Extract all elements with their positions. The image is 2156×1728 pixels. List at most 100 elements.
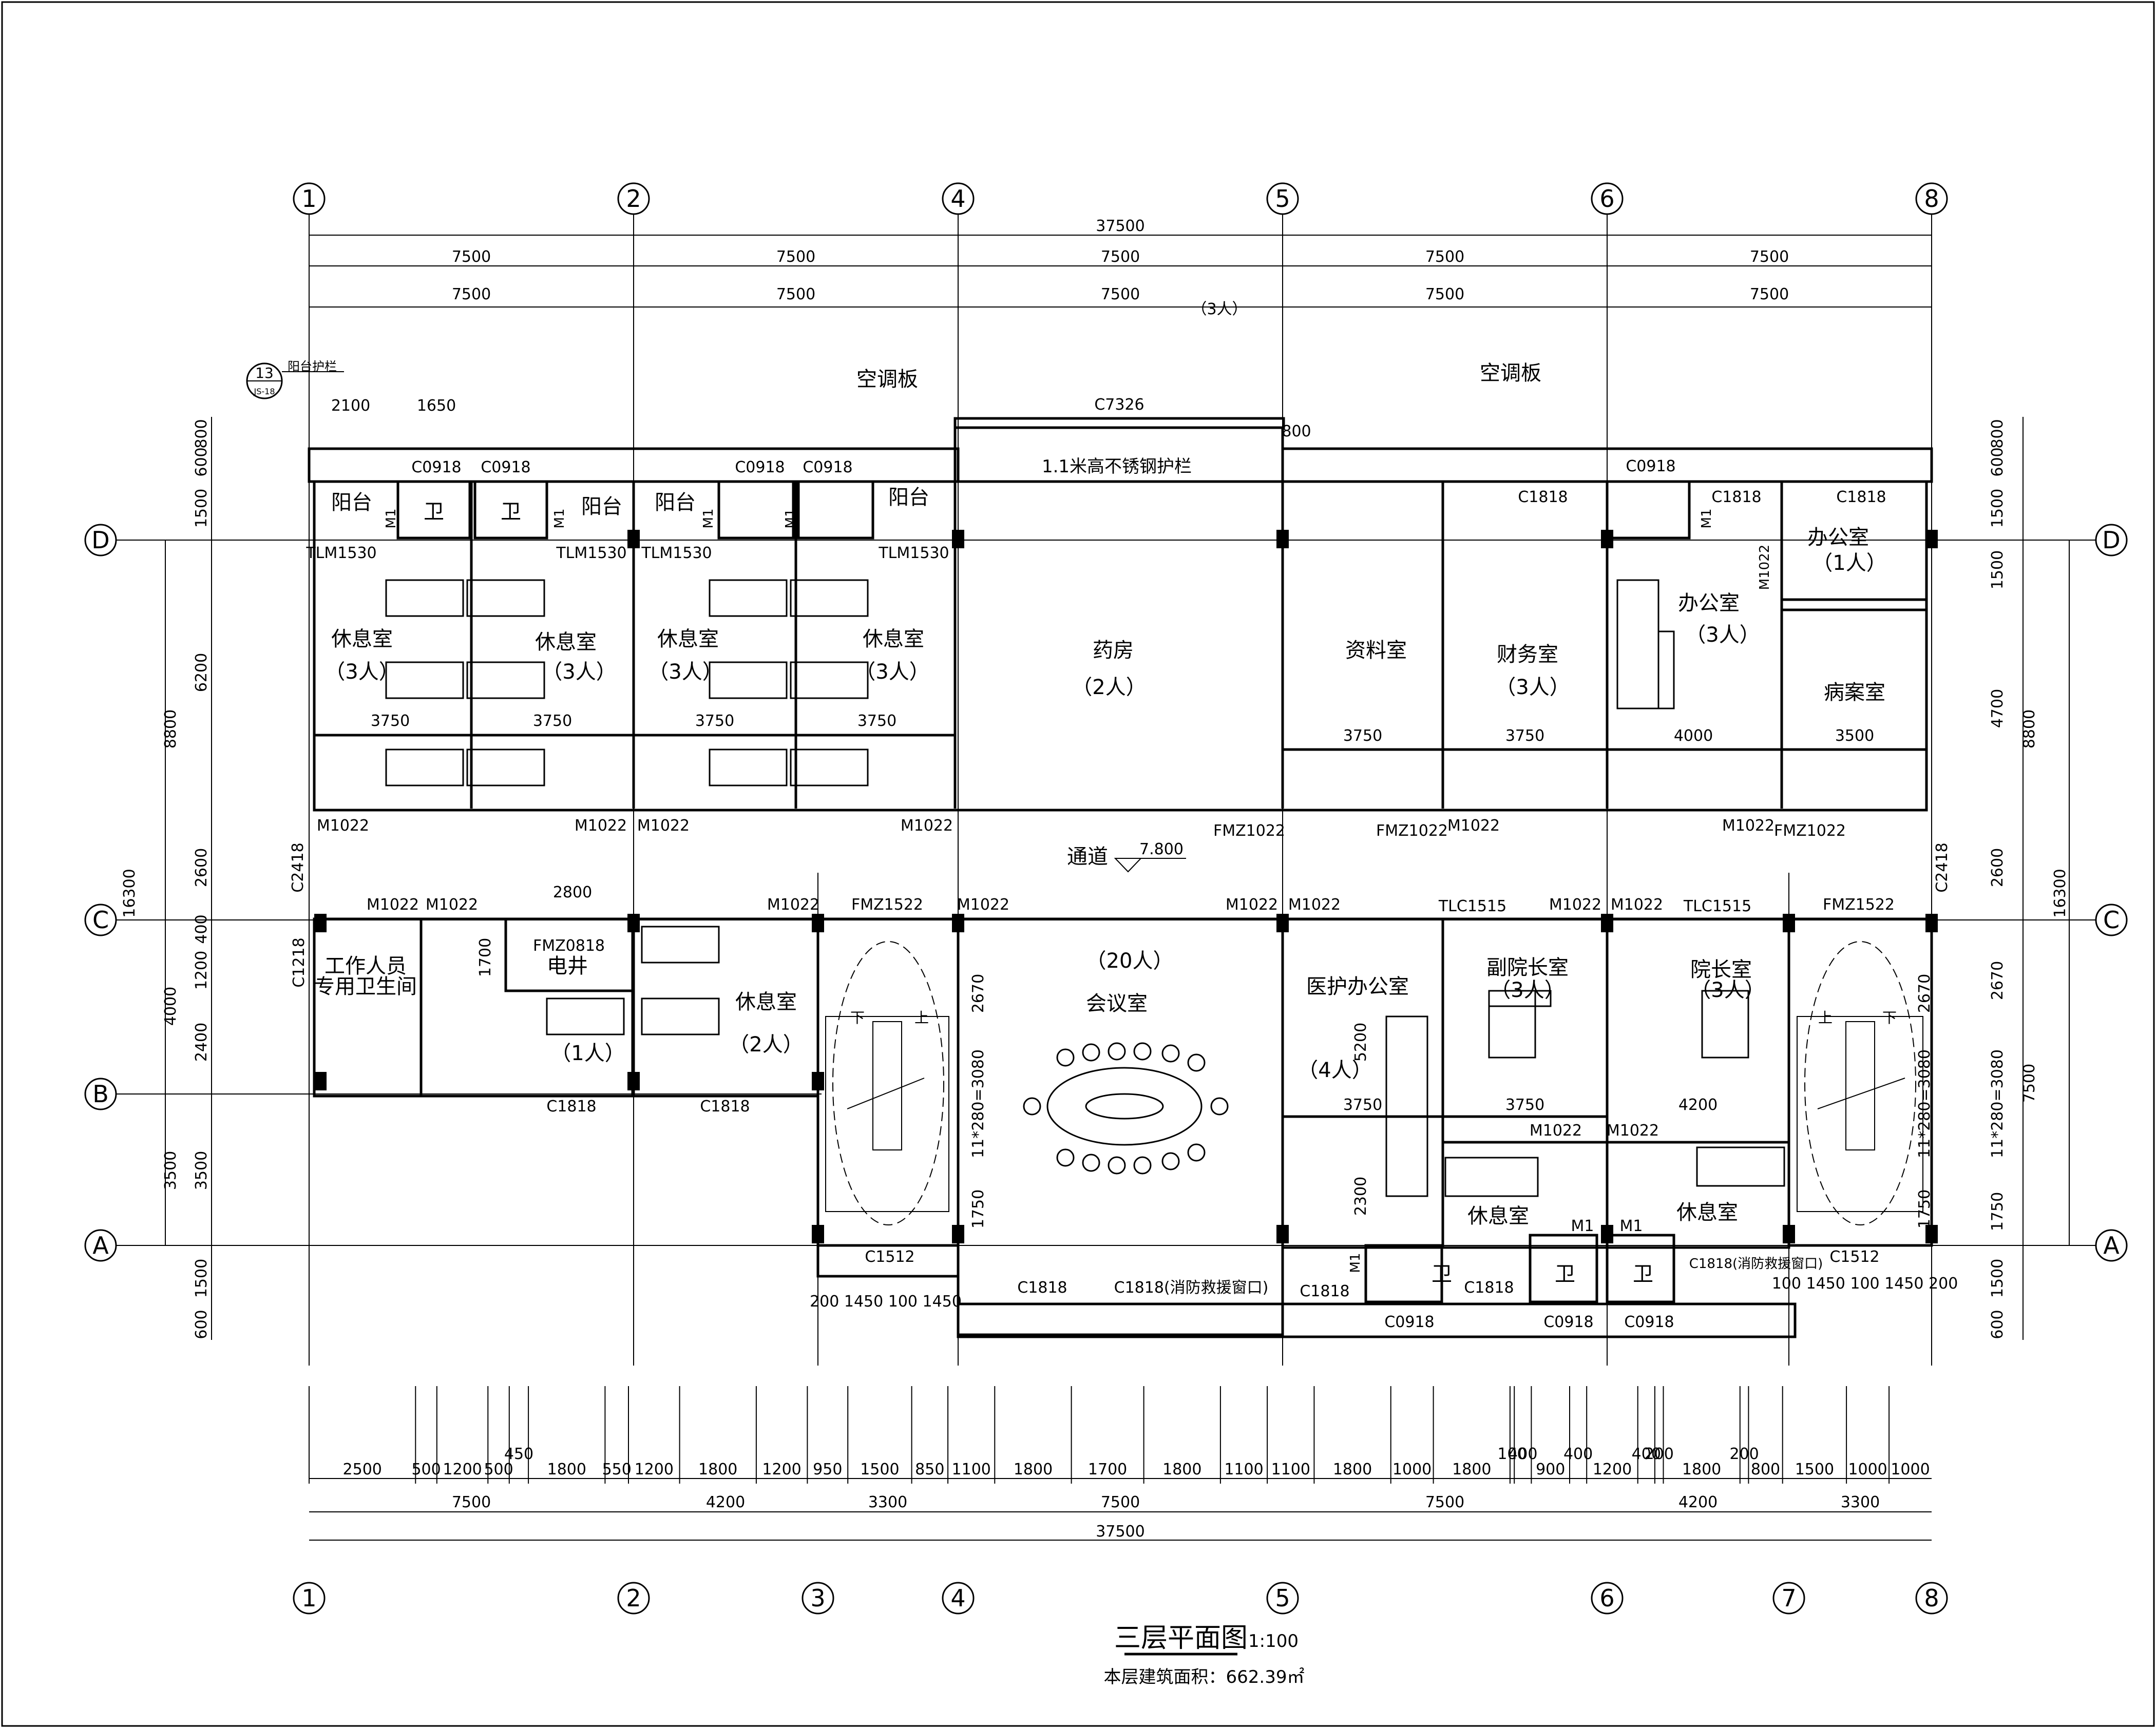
- axis-top-6: 6: [1599, 185, 1614, 213]
- room-balcony-4: 阳台: [888, 486, 929, 509]
- room-labels: 休息室 （3人） 休息室 （3人） 休息室 （3人） 休息室 （3人） 药房 （…: [314, 361, 1897, 1286]
- room-vp: 副院长室: [1486, 956, 1569, 980]
- fine-dim-0: 2500: [343, 1461, 382, 1479]
- fine-dim-9: 1200: [762, 1461, 801, 1479]
- bottom-dimensions: 7500 4200 3300 7500 7500 4200 3300 37500: [452, 1493, 1880, 1541]
- fine-dim-19: 1800: [1333, 1461, 1372, 1479]
- floor-area: 本层建筑面积：662.39㎡: [1104, 1667, 1305, 1687]
- room-rest-2-cap: （3人）: [542, 660, 616, 684]
- stair-down-r: 下: [1882, 1009, 1897, 1026]
- dim-room-6: 3750: [1505, 727, 1544, 745]
- axis-top-8: 8: [1924, 185, 1939, 213]
- code-m1-8: M1: [1348, 1253, 1363, 1273]
- axis-left-D: D: [91, 526, 109, 554]
- dim-stair-left-w: 200 1450 100 1450: [810, 1293, 962, 1311]
- room-shaft: 电井: [547, 954, 588, 978]
- code-m1022-10: M1022: [957, 896, 1009, 914]
- room-rest-4: 休息室: [863, 627, 924, 651]
- fine-dim-13: 1100: [952, 1461, 991, 1479]
- axis-top-2: 2: [626, 185, 641, 213]
- dim-room-5: 3750: [1343, 727, 1382, 745]
- room-wc-2: 卫: [501, 500, 521, 524]
- room-corridor: 通道: [1067, 845, 1108, 869]
- axis-right-A: A: [2103, 1232, 2120, 1259]
- dim-room-2: 3750: [533, 712, 572, 730]
- dim-bottom-bay-3: 3300: [868, 1493, 907, 1511]
- room-president-cap: （3人）: [1690, 978, 1765, 1002]
- code-c1818-2: C1818: [1711, 488, 1761, 506]
- dim-stair-r-3080: 11*280=3080: [1916, 1049, 1934, 1158]
- code-m1-7: M1: [1699, 509, 1714, 529]
- code-fmz1022-2: FMZ1022: [1376, 822, 1448, 840]
- opening-codes: C0918 C0918 C0918 C0918 C0918 C7326 C181…: [289, 396, 1951, 1331]
- dim-left-400: 400: [193, 914, 211, 944]
- dim-room-1: 3750: [371, 712, 410, 730]
- axis-left-A: A: [92, 1232, 109, 1259]
- code-m1022-5: M1022: [1447, 817, 1500, 835]
- code-m1022-2: M1022: [575, 817, 627, 835]
- room-rest-s1: 休息室: [1467, 1204, 1529, 1228]
- detail-ref-number: 13: [255, 364, 274, 381]
- axis-bottom-2: 2: [626, 1584, 641, 1612]
- code-c1818-8: C1818: [1464, 1279, 1514, 1297]
- dim-balcony-a: 2100: [331, 397, 370, 415]
- dim-top-c: 800: [1282, 423, 1311, 440]
- code-c0918-6: C0918: [1384, 1313, 1434, 1331]
- dim-1700: 1700: [476, 938, 494, 977]
- code-fmz1522-2: FMZ1522: [1823, 896, 1895, 914]
- label-ac-board-2: 空调板: [1480, 361, 1541, 385]
- room-rest-4-cap: （3人）: [855, 660, 929, 684]
- room-finance-cap: （3人）: [1495, 676, 1570, 699]
- dim-right-800: 800: [1989, 419, 2007, 448]
- fine-dim-34: 1000: [1891, 1461, 1930, 1479]
- label-ac-board-1: 空调板: [856, 368, 918, 391]
- label-railing: 1.1米高不锈钢护栏: [1042, 456, 1192, 477]
- fine-dim-10: 950: [813, 1461, 842, 1479]
- room-records: 病案室: [1824, 681, 1885, 704]
- code-c1818-1: C1818: [1518, 488, 1568, 506]
- code-c0918-8: C0918: [1624, 1313, 1674, 1331]
- dim-total-top: 37500: [1096, 217, 1144, 235]
- fine-dim-33: 1000: [1848, 1461, 1887, 1479]
- fine-dim-7: 1200: [635, 1461, 674, 1479]
- code-m1022-8: M1022: [426, 896, 478, 914]
- axis-bottom-8: 8: [1924, 1584, 1939, 1612]
- dim-left-6200: 6200: [193, 653, 211, 692]
- top-dimensions: 37500 7500 7500 7500 7500 7500 7500 7500…: [331, 217, 1789, 440]
- dim-room-12: 2800: [553, 884, 592, 901]
- room-rest-2: 休息室: [535, 630, 597, 654]
- dim-left-600b: 600: [193, 1310, 211, 1339]
- stair-down-l: 下: [850, 1009, 865, 1026]
- dim-bay-2: 7500: [776, 248, 815, 266]
- fine-dim-22: 100: [1497, 1445, 1527, 1463]
- dim-room-8: 3500: [1835, 727, 1874, 745]
- room-nurse-cap: （4人）: [1298, 1059, 1372, 1082]
- dim-room-10: 3750: [1505, 1096, 1544, 1114]
- axis-top-5: 5: [1275, 185, 1290, 213]
- room-archive: 资料室: [1345, 639, 1407, 662]
- room-office-1: 办公室: [1807, 526, 1869, 549]
- dim-right-2670: 2670: [1989, 961, 2007, 1000]
- room-office-1-cap: （1人）: [1812, 551, 1886, 575]
- dim-bay-2b: 7500: [776, 285, 815, 303]
- dim-bay-3b: 7500: [1101, 285, 1140, 303]
- code-c0918-7: C0918: [1543, 1313, 1593, 1331]
- dim-bay-1b: 7500: [452, 285, 491, 303]
- dim-right-7500: 7500: [2020, 1064, 2038, 1103]
- code-tlm1530-4: TLM1530: [878, 544, 949, 562]
- dim-bay-5: 7500: [1750, 248, 1789, 266]
- room-finance: 财务室: [1497, 643, 1558, 666]
- detail-ref-label: 阳台护栏: [288, 359, 337, 374]
- fine-dim-14: 1800: [1014, 1461, 1053, 1479]
- fine-dim-32: 1500: [1795, 1461, 1834, 1479]
- code-m1022-17: M1022: [1757, 545, 1772, 590]
- dim-left-3500: 3500: [162, 1151, 180, 1190]
- room-rest-3-cap: （3人）: [648, 660, 722, 684]
- fine-dim-17: 1100: [1224, 1461, 1263, 1479]
- axis-bottom-3: 3: [810, 1584, 825, 1612]
- code-m1022-1: M1022: [317, 817, 369, 835]
- code-m1-1: M1: [1571, 1217, 1594, 1235]
- axis-bottom-5: 5: [1275, 1584, 1290, 1612]
